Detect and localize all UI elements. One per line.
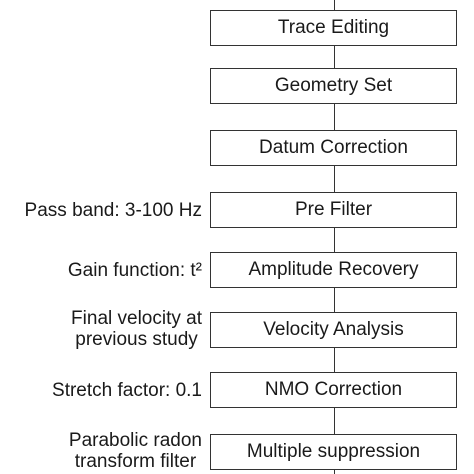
step-label: Velocity Analysis [263, 319, 404, 340]
note-line: Parabolic radon [68, 430, 202, 451]
connector-7-8 [334, 408, 335, 434]
note-line: Stretch factor: 0.1 [52, 380, 202, 401]
step-label: NMO Correction [264, 379, 403, 400]
step-geometry-set: Geometry Set [210, 68, 457, 104]
note-line: Final velocity at [71, 308, 202, 329]
connector-2-3 [334, 104, 335, 130]
note-gain-function: Gain function: t² [68, 260, 202, 281]
note-parabolic-radon: Parabolic radon transform filter [69, 430, 202, 472]
step-label: Geometry Set [274, 75, 393, 96]
step-label: Pre Filter [294, 199, 373, 220]
step-label: Trace Editing [277, 17, 390, 38]
step-label: Amplitude Recovery [248, 259, 419, 280]
step-label: Datum Correction [259, 137, 408, 158]
step-multiple-suppression: Multiple suppression [210, 434, 457, 470]
connector-1-2 [334, 46, 335, 68]
step-velocity-analysis: Velocity Analysis [210, 312, 457, 348]
connector-3-4 [334, 166, 335, 192]
connector-6-7 [334, 348, 335, 372]
connector-bottom [334, 470, 335, 474]
note-pass-band: Pass band: 3-100 Hz [25, 200, 202, 221]
note-line: Pass band: 3-100 Hz [24, 200, 202, 221]
connector-5-6 [334, 288, 335, 312]
note-final-velocity: Final velocity at previous study [71, 308, 202, 350]
step-datum-correction: Datum Correction [210, 130, 457, 166]
note-line: previous study [75, 329, 198, 350]
step-amplitude-recovery: Amplitude Recovery [210, 252, 457, 288]
connector-4-5 [334, 228, 335, 252]
step-label: Multiple suppression [246, 441, 421, 462]
step-nmo-correction: NMO Correction [210, 372, 457, 408]
note-stretch-factor: Stretch factor: 0.1 [52, 380, 202, 401]
step-trace-editing: Trace Editing [210, 10, 457, 46]
step-pre-filter: Pre Filter [210, 192, 457, 228]
connector-top [334, 0, 335, 10]
note-line: Gain function: t² [67, 260, 202, 281]
note-line: transform filter [74, 451, 197, 472]
